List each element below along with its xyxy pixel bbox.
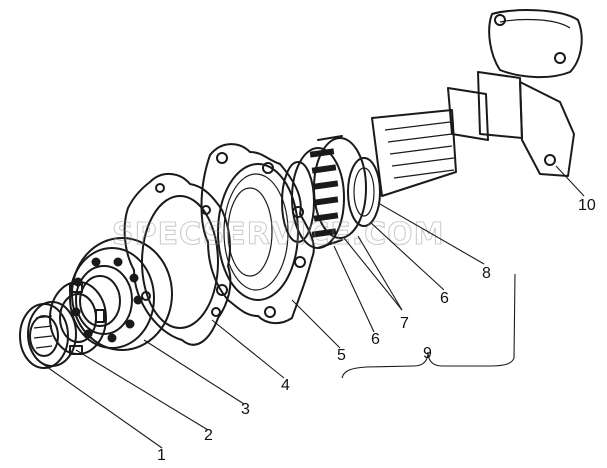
callout-5: 5: [337, 347, 346, 364]
callout-3: 3: [241, 401, 250, 418]
yoke-shaft-part-10: [371, 9, 583, 197]
gasket-part-4: [123, 173, 232, 346]
callout-2: 2: [204, 427, 213, 444]
callout-labels: 1 2 3 4 5 6 6 7 8 9 10: [157, 197, 596, 464]
leader-lines: [39, 165, 585, 449]
watermark-text: SPECSERVICE.COM: [112, 217, 445, 252]
callout-6-lower: 6: [371, 331, 380, 348]
lock-washer-part-2: [49, 281, 107, 355]
roller-bearing-parts-6-7: [281, 135, 367, 249]
callout-7: 7: [400, 315, 409, 332]
callout-8: 8: [482, 265, 491, 282]
callout-1: 1: [157, 447, 166, 464]
bearing-housing-part-5: [200, 143, 315, 324]
callout-4: 4: [281, 377, 290, 394]
nut-part-1: [19, 301, 77, 369]
callout-9: 9: [423, 345, 432, 362]
callout-10: 10: [578, 197, 596, 214]
ball-bearing-part-3: [69, 237, 173, 351]
callout-6-upper: 6: [440, 290, 449, 307]
